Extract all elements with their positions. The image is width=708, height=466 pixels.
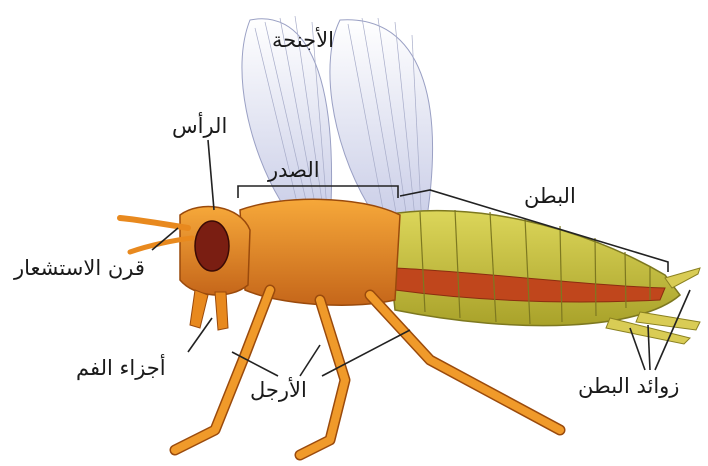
abdomen-shape <box>385 210 700 344</box>
label-mouthparts: أجزاء الفم <box>76 358 166 379</box>
thorax-shape <box>240 199 400 305</box>
label-abdomen: البطن <box>524 186 576 207</box>
label-abdominal-appendages: زوائد البطن <box>578 376 679 397</box>
label-antenna: قرن الاستشعار <box>14 258 145 279</box>
label-head: الرأس <box>172 116 227 137</box>
wings-shape <box>242 16 433 231</box>
label-legs: الأرجل <box>250 380 307 401</box>
label-wings: الأجنحة <box>272 30 334 51</box>
label-thorax: الصدر <box>268 160 320 181</box>
